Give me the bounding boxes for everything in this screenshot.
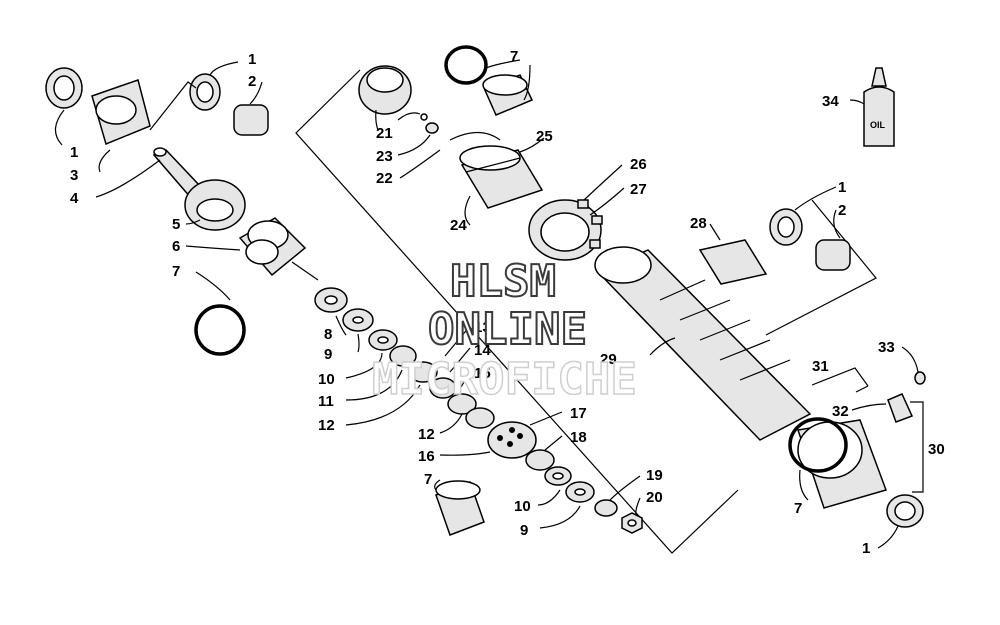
callout-27: 27: [630, 181, 647, 198]
bushing-part-1-lower-right: [886, 494, 924, 528]
callout-9: 9: [520, 522, 528, 539]
oil-bottle-label: OIL: [870, 120, 886, 130]
nut-part-20: [621, 512, 643, 534]
callout-33: 33: [878, 339, 895, 356]
watermark-line-3: MICROFICHE: [372, 354, 637, 405]
callout-5: 5: [172, 216, 180, 233]
callout-25: 25: [536, 128, 553, 145]
collar-part-5: [184, 179, 246, 231]
reservoir-body-part-29: [594, 246, 812, 441]
callout-13: 13: [474, 319, 491, 336]
washer-part-10-lower: [544, 466, 572, 486]
watermark-line-2: ONLINE: [428, 304, 587, 355]
washer-part-9-lower: [565, 481, 595, 503]
assembly-bracket: [295, 69, 739, 554]
spring-adjuster-part-26: [528, 199, 603, 261]
bushing-part-1-upper-left: [45, 67, 83, 109]
callout-21: 21: [376, 125, 393, 142]
callout-1: 1: [248, 51, 256, 68]
callout-1: 1: [862, 540, 870, 557]
callout-6: 6: [172, 238, 180, 255]
ball-part-22: [420, 113, 428, 121]
o-ring-part-7-right: [788, 417, 848, 473]
callout-23: 23: [376, 148, 393, 165]
cap-part-21: [358, 65, 412, 115]
callout-7: 7: [172, 263, 180, 280]
callout-7: 7: [794, 500, 802, 517]
bushing-part-1-upper: [189, 73, 221, 111]
leader-lines: [54, 59, 919, 549]
o-ring-part-7-top: [444, 45, 488, 85]
piston-part-6: [238, 217, 319, 281]
valve-part-23: [425, 122, 439, 134]
screw-part-33: [914, 371, 926, 385]
callout-2: 2: [248, 73, 256, 90]
callout-14: 14: [474, 342, 491, 359]
sleeve-part-2-right: [815, 239, 851, 271]
clip-part-24: [449, 131, 501, 141]
callout-10: 10: [318, 371, 335, 388]
callout-12: 12: [318, 417, 335, 434]
callout-1: 1: [838, 179, 846, 196]
washer-stack: [314, 287, 495, 429]
seal-part-7-top: [482, 74, 534, 116]
oil-bottle-part-34: OIL: [863, 67, 895, 147]
callout-11: 11: [318, 393, 334, 410]
valve-bracket: [910, 401, 924, 493]
callout-30: 30: [928, 441, 945, 458]
eyelet-part-3: [91, 79, 151, 146]
watermark-line-1: HLSM: [450, 256, 556, 307]
callout-20: 20: [646, 489, 663, 506]
callout-2: 2: [838, 202, 846, 219]
bracket-31: [811, 367, 869, 387]
o-ring-part-7-left: [194, 304, 246, 356]
callout-7: 7: [510, 48, 518, 65]
callout-19: 19: [646, 467, 663, 484]
callout-10: 10: [514, 498, 531, 515]
callout-9: 9: [324, 346, 332, 363]
callout-4: 4: [70, 190, 79, 207]
callout-34: 34: [822, 93, 839, 110]
valve-part-32: [887, 393, 914, 423]
sleeve-part-2-upper: [233, 104, 269, 136]
callout-32: 32: [832, 403, 849, 420]
callout-29: 29: [600, 351, 617, 368]
bearing-part-25: [459, 145, 544, 209]
callout-labels: 1 2 1 3 4 5 6 7 8 9 10 11 12 13 14 15 12…: [70, 48, 945, 557]
callout-3: 3: [70, 167, 78, 184]
watermark: HLSM ONLINE MICROFICHE: [371, 255, 637, 406]
seal-part-7-lower: [435, 480, 485, 536]
pin-part-31: [855, 385, 869, 393]
washer-part-18: [525, 449, 555, 471]
callout-12: 12: [418, 426, 435, 443]
callout-31: 31: [812, 358, 829, 375]
callout-17: 17: [570, 405, 587, 422]
callout-18: 18: [570, 429, 587, 446]
callout-28: 28: [690, 215, 707, 232]
callout-16: 16: [418, 448, 435, 465]
washer-part-19: [594, 499, 618, 517]
callout-1: 1: [70, 144, 78, 161]
callout-24: 24: [450, 217, 467, 234]
callout-26: 26: [630, 156, 647, 173]
reservoir-bracket: [765, 199, 877, 336]
leader-3-bushing: [149, 81, 197, 131]
callout-7: 7: [424, 471, 432, 488]
callout-15: 15: [474, 365, 491, 382]
bushing-part-1-right: [769, 208, 803, 246]
callout-22: 22: [376, 170, 393, 187]
label-part-28: [698, 239, 768, 285]
callout-8: 8: [324, 326, 332, 343]
piston-part-17: [487, 421, 537, 459]
